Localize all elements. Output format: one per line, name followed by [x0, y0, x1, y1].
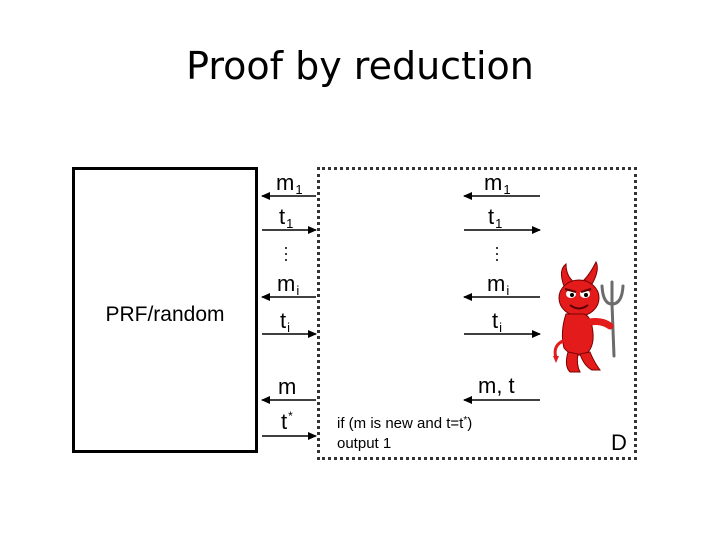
left-query-1-message: m1	[276, 170, 303, 197]
right-query-i-message: mi	[487, 271, 510, 298]
left-query-i-message: mi	[277, 271, 300, 298]
right-ellipsis	[494, 247, 500, 261]
left-final-tag: t*	[281, 409, 293, 434]
left-query-i-tag: ti	[280, 308, 291, 335]
output-condition: if (m is new and t=t*) output 1	[337, 415, 473, 452]
left-query-1-tag: t1	[279, 204, 294, 231]
right-forgery-pair: m, t	[478, 373, 515, 398]
distinguisher-label: D	[611, 430, 627, 455]
distinguisher-box	[317, 167, 637, 460]
prf-oracle-box: PRF/random	[72, 167, 258, 453]
right-query-i-tag: ti	[492, 308, 503, 335]
right-query-1-message: m1	[484, 170, 511, 197]
prf-oracle-label: PRF/random	[105, 303, 225, 326]
left-final-message: m	[278, 374, 297, 399]
devil-mascot-icon	[553, 260, 625, 373]
right-query-1-tag: t1	[488, 204, 503, 231]
left-ellipsis	[283, 247, 289, 261]
slide-title: Proof by reduction	[186, 44, 534, 88]
